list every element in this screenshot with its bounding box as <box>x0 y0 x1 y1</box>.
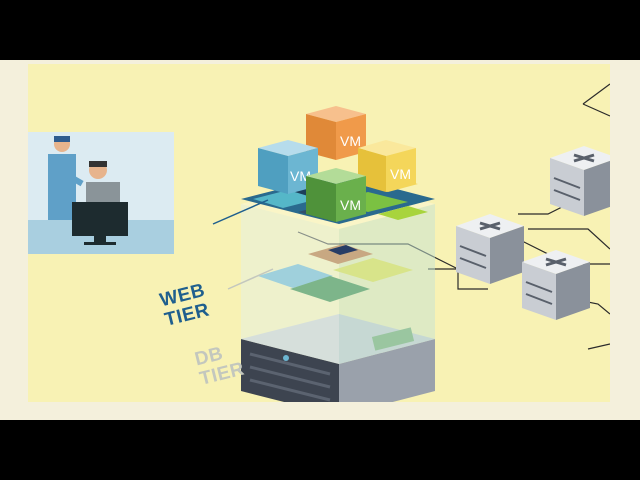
monitor-icon <box>72 202 128 245</box>
presenters-illustration <box>28 136 174 254</box>
link-line <box>587 343 610 350</box>
link-line <box>582 83 610 105</box>
server-rack-icon <box>241 314 435 402</box>
vm-label: VM <box>340 133 361 149</box>
vm-yellow-icon: VM <box>358 140 416 192</box>
tier-cube <box>241 179 435 364</box>
presenter-inset <box>28 132 174 254</box>
link-line <box>582 103 610 117</box>
firewall-icon <box>333 258 413 282</box>
bottom-letterbox <box>0 420 640 480</box>
diagram-canvas: VM VM VM <box>28 64 610 402</box>
switch-icon <box>522 250 590 320</box>
vm-blue-icon: VM <box>258 140 318 194</box>
network-diagram: VM VM VM <box>212 83 610 402</box>
person-standing-icon <box>48 136 84 220</box>
vm-label: VM <box>340 197 361 213</box>
vm-label: VM <box>390 166 411 182</box>
link-line <box>428 268 488 290</box>
vm-label: VM <box>290 168 311 184</box>
firewall-icon <box>258 264 333 288</box>
vm-green-icon: VM <box>306 168 366 222</box>
scene-background: VM VM VM <box>0 60 640 420</box>
web-tier-pointer <box>212 199 269 225</box>
switch-icon <box>550 146 610 216</box>
switch-stack <box>456 146 610 320</box>
link-line <box>528 228 610 250</box>
firewall-icon <box>290 276 370 302</box>
link-line <box>297 231 459 270</box>
vm-cubes: VM VM VM <box>258 106 416 222</box>
db-tier-pointer <box>227 268 274 290</box>
switch-icon <box>456 214 524 284</box>
top-letterbox <box>0 0 640 60</box>
